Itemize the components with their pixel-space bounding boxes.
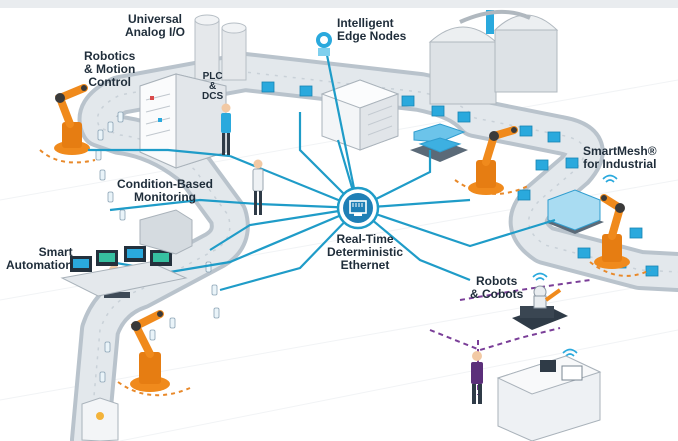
safety-zones [39,149,651,397]
label-line: Robotics [84,49,136,63]
ethernet-port-icon [349,200,367,216]
operator-cobot [471,351,483,404]
control-desk [60,209,193,297]
edge-node-icon [81,397,119,441]
label-line: Universal [127,12,183,26]
label-plc-dcs: PLC & DCS [202,72,223,102]
robot-arm-icon [468,126,518,195]
label-line: for Industrial [583,157,657,171]
label-line: Intelligent [337,16,394,30]
label-line: & [208,81,217,92]
robot-arm-icon [594,194,630,269]
checkout-station [496,355,602,441]
label-line: Deterministic [327,245,404,259]
robot-arm-icon [54,84,90,155]
label-line: Robots [476,274,518,288]
label-universal-analog-io: Universal Analog I/O [125,13,185,39]
label-line: Automation [6,258,73,272]
label-line: & Cobots [470,287,524,301]
label-line: Edge Nodes [337,29,407,43]
enclosure-box [320,79,400,151]
label-line: Real-Time [336,232,394,246]
operator-plc [221,103,231,155]
label-line: Ethernet [340,258,390,272]
label-line: Smart [38,245,73,259]
label-line: SmartMesh® [583,144,657,158]
label-line: Control [88,75,131,89]
top-band [0,0,678,8]
label-line: PLC [202,71,223,82]
robot-arm-icon [130,310,170,392]
operator-condition [252,159,264,215]
label-smart-automation: Smart Automation [6,246,73,272]
label-robots-cobots: Robots & Cobots [470,275,523,301]
label-line: Condition-Based [117,177,213,191]
mobile-robot [512,285,568,330]
edge-node-icon [316,32,332,56]
label-line: Monitoring [134,190,196,204]
ethernet-links [88,49,556,292]
conveyor-belt [70,52,678,441]
label-smartmesh-industrial: SmartMesh® for Industrial [583,145,657,171]
label-line: & Motion [84,62,136,76]
label-condition-based-monitoring: Condition-Based Monitoring [117,178,213,204]
silos [194,9,559,105]
plc-cabinet [139,73,227,169]
label-realtime-ethernet: Real-Time Deterministic Ethernet [327,233,403,272]
label-line: Analog I/O [125,25,185,39]
ethernet-hub [336,186,380,230]
wifi-icon [532,174,618,357]
label-robotics-motion-control: Robotics & Motion Control [84,50,135,89]
label-line: DCS [202,91,224,102]
label-intelligent-edge-nodes: Intelligent Edge Nodes [337,17,406,43]
pallet-stacks [410,123,604,234]
